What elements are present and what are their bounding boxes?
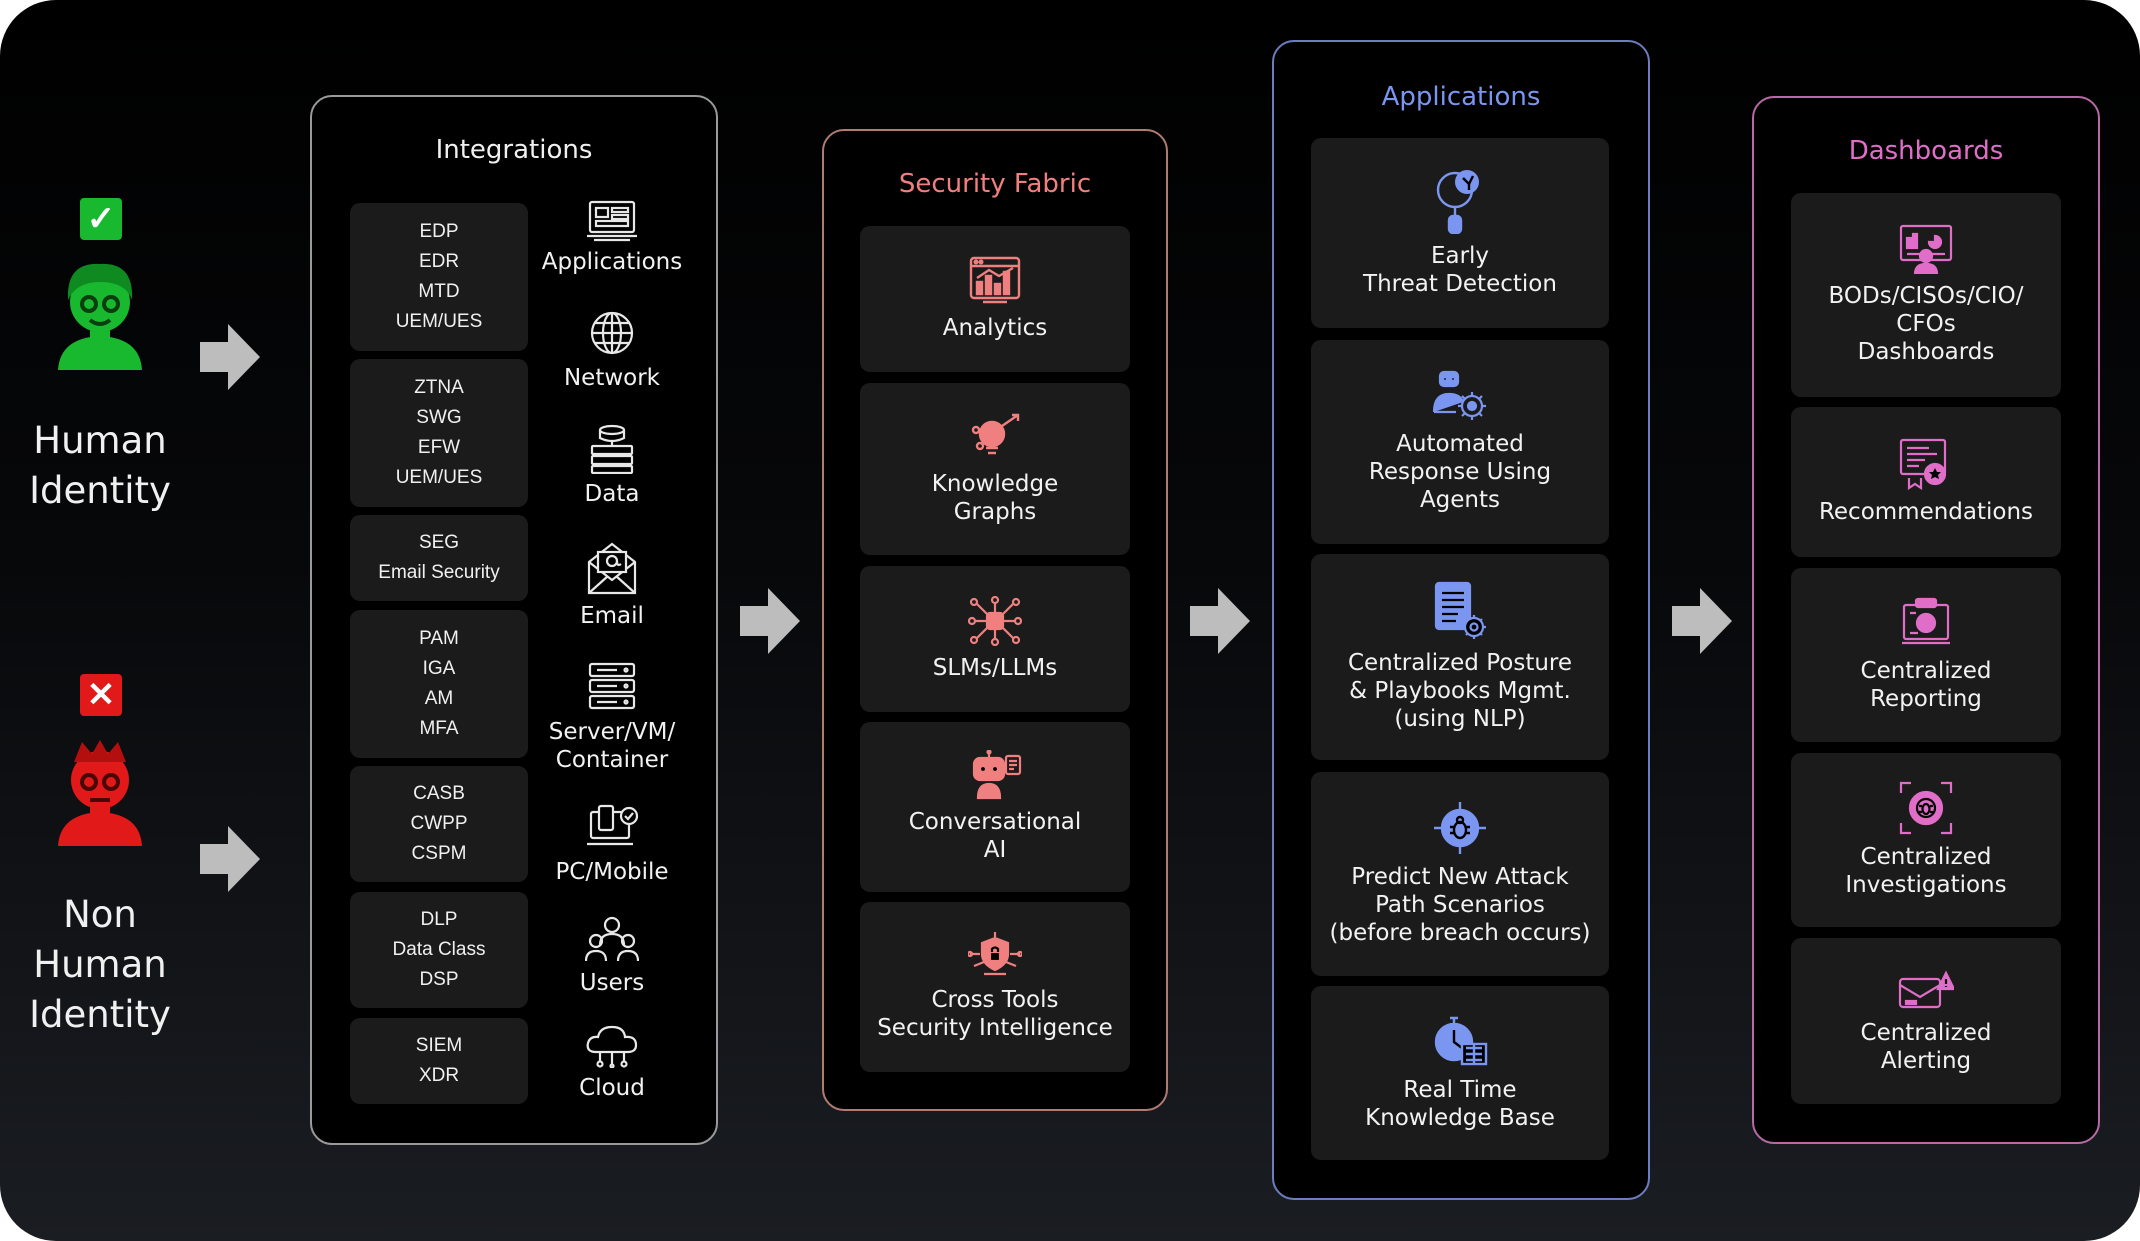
source-applications: Applications — [540, 200, 684, 276]
integration-group-cloud: CASB CWPP CSPM — [350, 766, 528, 882]
arrow-right-icon — [1190, 588, 1250, 654]
applications-title: Applications — [1274, 82, 1648, 112]
integration-group-endpoint: EDP EDR MTD UEM/UES — [350, 203, 528, 351]
reporting-icon — [1900, 597, 1952, 649]
investigation-icon — [1899, 781, 1953, 835]
knowledge-graph-icon — [968, 412, 1022, 462]
app-automated-response-agents: Automated Response Using Agents — [1311, 340, 1609, 544]
arrow-right-icon — [200, 324, 260, 390]
bug-target-icon — [1433, 801, 1487, 855]
applications-icon — [586, 200, 638, 242]
source-cloud: Cloud — [540, 1024, 684, 1102]
email-icon — [586, 540, 638, 596]
app-early-threat-detection: Early Threat Detection — [1311, 138, 1609, 328]
dash-centralized-investigations: Centralized Investigations — [1791, 753, 2061, 927]
dash-centralized-reporting: Centralized Reporting — [1791, 568, 2061, 742]
agents-icon — [1432, 370, 1488, 422]
recommendations-icon — [1899, 438, 1953, 490]
executive-dashboard-icon — [1899, 224, 1953, 274]
server-icon — [587, 662, 637, 712]
source-pc-mobile: PC/Mobile — [540, 804, 684, 886]
dash-centralized-alerting: Centralized Alerting — [1791, 938, 2061, 1104]
llm-network-icon — [968, 596, 1022, 646]
arrow-right-icon — [1672, 588, 1732, 654]
threat-detection-icon — [1433, 168, 1487, 234]
integration-group-network: ZTNA SWG EFW UEM/UES — [350, 359, 528, 507]
network-globe-icon — [587, 308, 637, 358]
app-predict-attack-paths: Predict New Attack Path Scenarios (befor… — [1311, 772, 1609, 976]
integrations-title: Integrations — [312, 135, 716, 165]
playbook-icon — [1432, 581, 1488, 641]
source-data: Data — [540, 422, 684, 508]
pc-mobile-icon — [585, 804, 639, 852]
app-real-time-knowledge-base: Real Time Knowledge Base — [1311, 986, 1609, 1160]
fabric-cross-tools-intelligence: Cross Tools Security Intelligence — [860, 902, 1130, 1072]
source-users: Users — [540, 915, 684, 997]
data-icon — [586, 422, 638, 474]
source-network: Network — [540, 308, 684, 392]
arrow-right-icon — [740, 588, 800, 654]
fabric-slms-llms: SLMs/LLMs — [860, 566, 1130, 712]
non-human-identity-label: Non Human Identity — [10, 890, 190, 1040]
security-intelligence-icon — [968, 932, 1022, 978]
integration-group-data: DLP Data Class DSP — [350, 892, 528, 1008]
app-posture-playbooks: Centralized Posture & Playbooks Mgmt. (u… — [1311, 554, 1609, 760]
robot-icon — [968, 750, 1022, 800]
dash-recommendations: Recommendations — [1791, 407, 2061, 557]
human-user-icon — [52, 256, 148, 370]
human-identity-label: Human Identity — [10, 416, 190, 516]
users-icon — [585, 915, 639, 963]
dash-executive-dashboards: BODs/CISOs/CIO/ CFOs Dashboards — [1791, 193, 2061, 397]
alerting-icon — [1898, 967, 1954, 1011]
analytics-icon — [969, 256, 1021, 306]
integration-group-identity: PAM IGA AM MFA — [350, 610, 528, 758]
security-fabric-title: Security Fabric — [824, 169, 1166, 199]
cloud-icon — [584, 1024, 640, 1068]
fabric-conversational-ai: Conversational AI — [860, 722, 1130, 892]
arrow-right-icon — [200, 826, 260, 892]
cross-badge-icon: ✕ — [80, 674, 122, 716]
fabric-knowledge-graphs: Knowledge Graphs — [860, 383, 1130, 555]
check-badge-icon: ✓ — [80, 198, 122, 240]
integration-group-siem: SIEM XDR — [350, 1018, 528, 1104]
fabric-analytics: Analytics — [860, 226, 1130, 372]
knowledge-base-icon — [1432, 1014, 1488, 1068]
source-server: Server/VM/ Container — [540, 662, 684, 774]
dashboards-title: Dashboards — [1754, 136, 2098, 166]
source-email: Email — [540, 540, 684, 630]
non-human-robot-icon — [52, 732, 148, 846]
integration-group-email: SEG Email Security — [350, 515, 528, 601]
